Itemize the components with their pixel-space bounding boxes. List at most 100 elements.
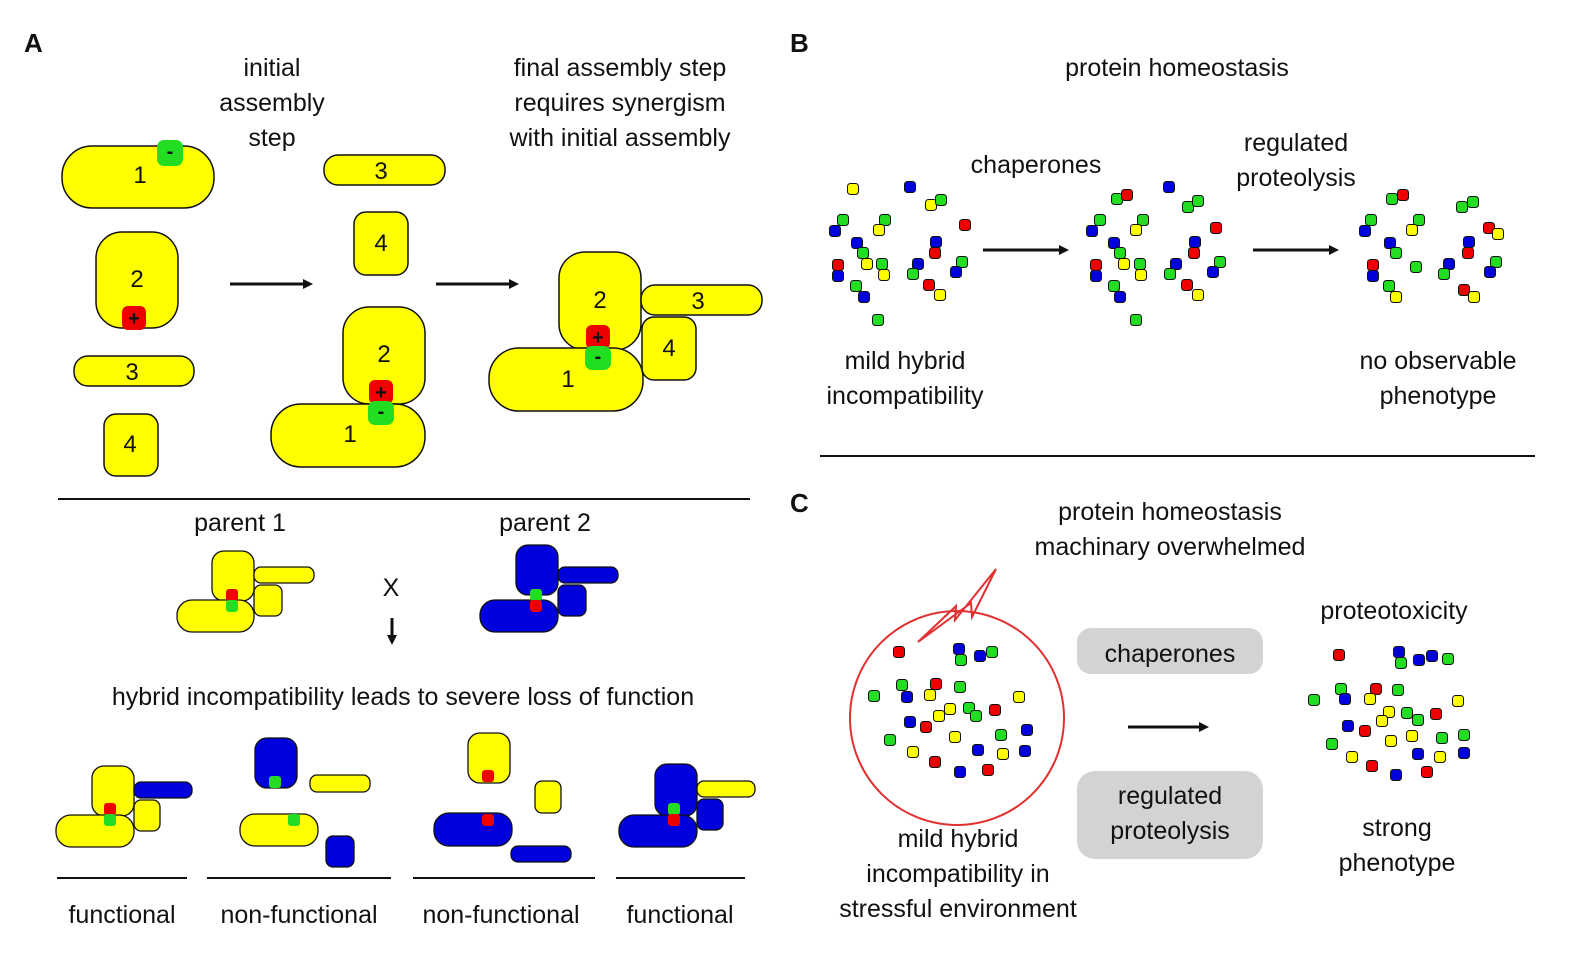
hybrid-outcome-3 <box>433 732 572 863</box>
protein-particle <box>1111 193 1123 205</box>
protein-particle <box>896 679 908 691</box>
svg-text:4: 4 <box>374 230 387 257</box>
protein-particle <box>1412 748 1424 760</box>
protein-particle <box>944 703 956 715</box>
panel-b-letter: B <box>790 28 809 58</box>
stage3-subunit-4: 4 <box>641 316 697 381</box>
protein-particle <box>1452 695 1464 707</box>
protein-particle <box>829 225 841 237</box>
stage1-subunit-2: 2 <box>95 231 179 329</box>
protein-particle <box>1463 236 1475 248</box>
svg-text:stressful environment: stressful environment <box>839 895 1077 923</box>
svg-text:proteolysis: proteolysis <box>1110 817 1230 845</box>
plus-site: + <box>586 325 610 349</box>
protein-particle <box>997 748 1009 760</box>
svg-text:protein homeostasis: protein homeostasis <box>1058 498 1282 526</box>
protein-particle <box>924 689 936 701</box>
svg-text:mild hybrid: mild hybrid <box>898 825 1019 853</box>
protein-particle <box>1406 730 1418 742</box>
protein-particle <box>1210 222 1222 234</box>
protein-particle <box>1413 214 1425 226</box>
svg-text:-: - <box>378 401 385 423</box>
panel-a-letter: A <box>24 28 43 58</box>
stage2-subunit-4: 4 <box>353 211 409 276</box>
protein-particle <box>1188 247 1200 259</box>
protein-particle <box>935 194 947 206</box>
protein-particle <box>1390 247 1402 259</box>
protein-particle <box>876 258 888 270</box>
protein-particle <box>1467 196 1479 208</box>
parent-1-label: parent 1 <box>194 509 286 537</box>
lightning-stress-icon <box>917 568 997 643</box>
minus-site: - <box>157 140 183 166</box>
svg-text:3: 3 <box>125 359 138 386</box>
protein-particle <box>1359 725 1371 737</box>
protein-particle <box>953 643 965 655</box>
protein-particle <box>1384 237 1396 249</box>
final-step-label: final assembly step requires synergism w… <box>509 54 731 152</box>
chaperones-box: chaperones <box>1077 628 1263 674</box>
protein-particle <box>1456 201 1468 213</box>
protein-particle <box>950 266 962 278</box>
protein-particle <box>954 766 966 778</box>
svg-text:with initial assembly: with initial assembly <box>509 124 731 152</box>
protein-particle <box>1385 735 1397 747</box>
protein-particle <box>851 237 863 249</box>
svg-text:incompatibility: incompatibility <box>826 382 984 410</box>
protein-particle <box>1458 747 1470 759</box>
protein-particle <box>1333 649 1345 661</box>
protein-particle <box>1458 729 1470 741</box>
protein-cluster <box>1308 646 1470 781</box>
protein-particle <box>982 764 994 776</box>
protein-particle <box>1335 683 1347 695</box>
protein-particle <box>1436 732 1448 744</box>
proteotoxicity-label: proteotoxicity <box>1320 597 1468 625</box>
outcome-label-3: non-functional <box>422 901 579 929</box>
protein-particle <box>929 756 941 768</box>
svg-text:3: 3 <box>374 158 387 185</box>
protein-particle <box>1181 279 1193 291</box>
svg-text:initial: initial <box>244 54 301 82</box>
svg-text:2: 2 <box>377 341 390 368</box>
protein-particle <box>1434 751 1446 763</box>
protein-particle <box>1189 236 1201 248</box>
protein-particle <box>868 690 880 702</box>
svg-text:assembly: assembly <box>219 89 325 117</box>
svg-text:1: 1 <box>133 162 146 189</box>
protein-particle <box>1308 694 1320 706</box>
protein-particle <box>879 214 891 226</box>
protein-particle <box>847 183 859 195</box>
svg-text:machinary overwhelmed: machinary overwhelmed <box>1035 533 1306 561</box>
svg-text:+: + <box>375 382 387 404</box>
protein-particle <box>1114 291 1126 303</box>
svg-text:strong: strong <box>1362 814 1431 842</box>
protein-particle <box>970 710 982 722</box>
hybrid-outcome-1 <box>55 765 193 848</box>
protein-particle <box>1406 224 1418 236</box>
protein-particle <box>1170 258 1182 270</box>
stage1-subunit-1: 1 <box>61 145 215 209</box>
mild-incompatibility-label: mild hybrid incompatibility <box>826 347 984 410</box>
minus-site: - <box>585 346 611 370</box>
protein-particle <box>1484 266 1496 278</box>
protein-particle <box>989 704 1001 716</box>
plus-site: + <box>369 380 393 404</box>
protein-particle <box>1114 247 1126 259</box>
protein-particle <box>1137 214 1149 226</box>
protein-particle <box>858 291 870 303</box>
protein-particle <box>832 270 844 282</box>
protein-particle <box>1359 225 1371 237</box>
protein-particle <box>1367 259 1379 271</box>
protein-particle <box>1386 193 1398 205</box>
protein-cluster <box>1086 181 1226 326</box>
outcome-label-1: functional <box>68 901 175 929</box>
protein-particle <box>872 314 884 326</box>
protein-particle <box>1021 724 1033 736</box>
protein-particle <box>1094 214 1106 226</box>
protein-particle <box>857 247 869 259</box>
protein-particle <box>1019 745 1031 757</box>
stage3-subunit-3: 3 <box>640 284 763 316</box>
protein-particle <box>934 289 946 301</box>
svg-text:3: 3 <box>691 288 704 315</box>
